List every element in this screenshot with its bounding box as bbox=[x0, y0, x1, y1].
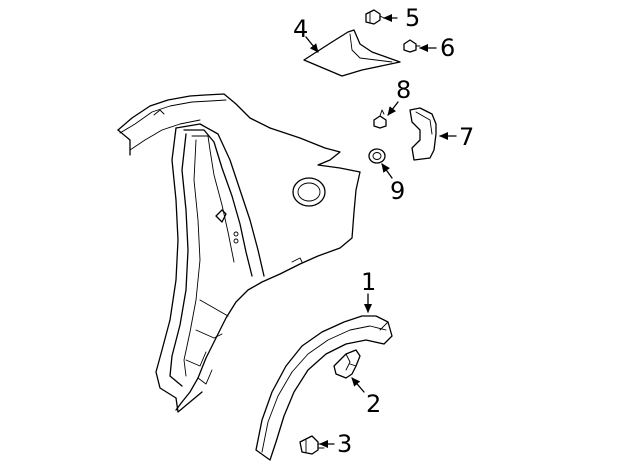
clip-8 bbox=[373, 109, 387, 129]
quarter-panel bbox=[117, 93, 361, 413]
push-pin-6 bbox=[403, 39, 421, 53]
leader-2 bbox=[351, 377, 365, 393]
leader-lines bbox=[305, 14, 457, 448]
callout-2: 2 bbox=[366, 390, 381, 418]
cover-panel bbox=[303, 29, 401, 77]
wheel-arch-molding bbox=[255, 315, 393, 461]
push-pin-5 bbox=[365, 9, 385, 25]
leader-8 bbox=[387, 101, 399, 116]
callout-5: 5 bbox=[405, 4, 420, 32]
retainer-clip bbox=[333, 349, 361, 379]
callout-1: 1 bbox=[361, 268, 376, 296]
callout-6: 6 bbox=[440, 34, 455, 62]
screw bbox=[299, 435, 325, 455]
callout-4: 4 bbox=[293, 15, 308, 43]
leader-4 bbox=[305, 36, 319, 53]
callout-7: 7 bbox=[459, 123, 474, 151]
callout-3: 3 bbox=[337, 430, 352, 458]
grommet bbox=[368, 148, 386, 164]
leader-9 bbox=[381, 163, 393, 179]
callout-labels: 1 2 3 4 5 6 7 8 9 bbox=[293, 4, 474, 458]
callout-9: 9 bbox=[390, 177, 405, 205]
callout-8: 8 bbox=[396, 76, 411, 104]
trim-pad bbox=[409, 107, 437, 161]
